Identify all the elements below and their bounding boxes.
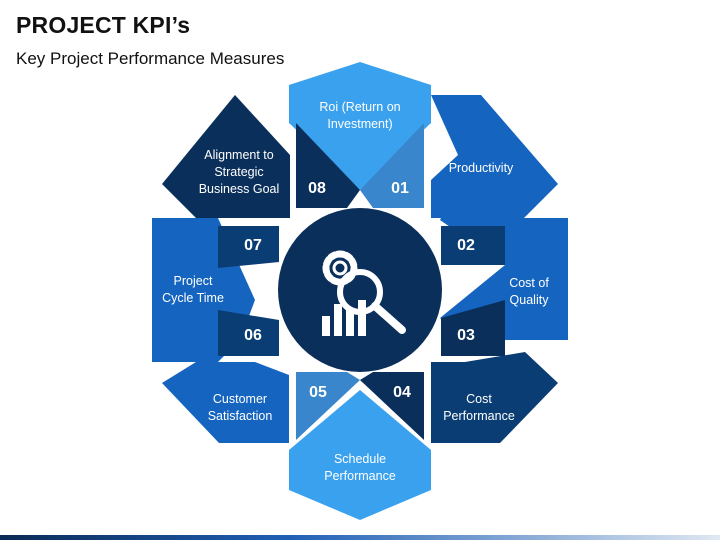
center-circle (278, 208, 442, 372)
kpi-number-03: 03 (457, 327, 475, 344)
kpi-label-roi: Roi (Return on Investment) (319, 100, 401, 131)
num-tile-08 (296, 123, 360, 208)
gear-magnifier-chart-icon (322, 250, 406, 336)
num-tile-02 (441, 226, 505, 265)
kpi-label-cost-of-quality: Cost of Quality (509, 276, 549, 307)
kpi-number-04: 04 (393, 384, 411, 401)
kpi-number-06: 06 (244, 327, 262, 344)
num-tile-01 (360, 123, 424, 208)
kpi-shape-productivity (431, 95, 558, 218)
kpi-label-cost-performance: Cost Performance (443, 392, 515, 423)
kpi-label-schedule: Schedule Performance (324, 452, 396, 483)
kpi-label-productivity: Productivity (448, 160, 514, 175)
num-tile-03 (441, 300, 505, 356)
kpi-number-07: 07 (244, 237, 262, 254)
num-tile-07 (218, 226, 279, 268)
kpi-number-01: 01 (391, 180, 409, 197)
num-tile-04 (360, 372, 424, 440)
page-title: PROJECT KPI’s (16, 12, 191, 38)
kpi-shape-alignment (162, 95, 290, 218)
kpi-label-alignment: Alignment to Strategic Business Goal (198, 147, 280, 196)
num-tile-06 (218, 310, 279, 356)
kpi-shape-cost-performance (431, 352, 558, 443)
kpi-number-02: 02 (457, 237, 475, 254)
kpi-number-08: 08 (308, 180, 326, 197)
bottom-accent-bar (0, 535, 720, 540)
kpi-shape-roi (289, 62, 431, 190)
kpi-number-05: 05 (309, 384, 327, 401)
kpi-label-customer: Customer Satisfaction (207, 392, 273, 423)
kpi-label-cycle-time: Project Cycle Time (162, 274, 224, 305)
kpi-shape-customer (162, 362, 289, 443)
page-subtitle: Key Project Performance Measures (16, 49, 285, 68)
num-tile-05 (296, 372, 360, 440)
kpi-shape-schedule (289, 390, 431, 520)
